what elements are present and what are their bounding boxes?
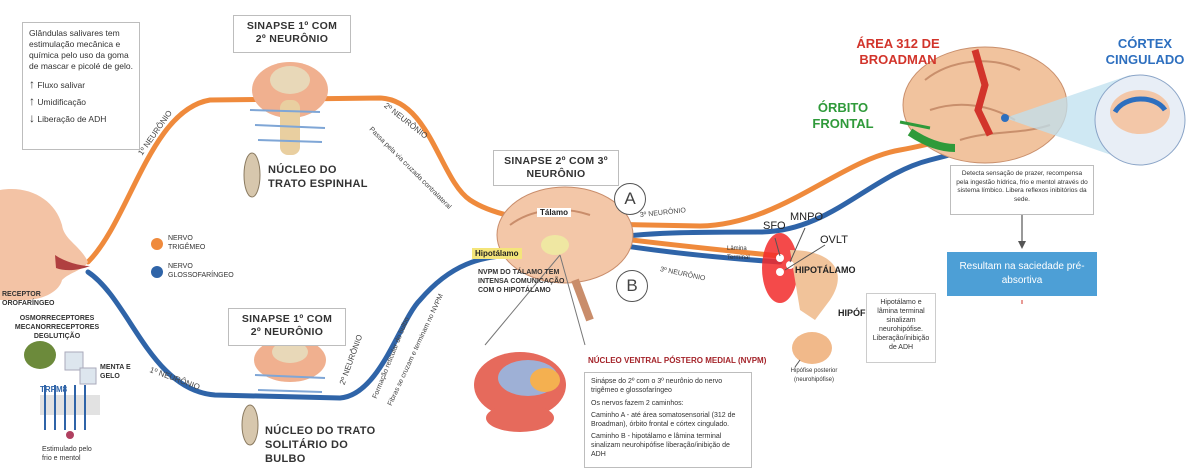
info-item-3: ↓ Liberação de ADH [29,113,133,125]
area-312-label: ÁREA 312 DE BROADMAN [848,36,948,68]
mnpo-label: MNPO [790,211,823,223]
sinapse-mid-box: SINAPSE 2º COM 3º NEURÔNIO [493,150,619,186]
result-box: Resultam na saciedade pré-absortiva [947,252,1097,296]
up-arrow-icon: ↑ [29,77,35,91]
hypo-info-box: Hipotálamo e lâmina terminal sinalizam n… [866,293,936,363]
nucleo-espinhal-label: NÚCLEO DO TRATO ESPINHAL [268,163,378,191]
ovlt-label: OVLT [820,234,848,246]
face-illustration [0,189,88,300]
up-arrow-icon: ↑ [29,94,35,108]
osmo-label: OSMORRECEPTORES MECANORRECEPTORES DEGLUT… [8,314,106,341]
hipotalamo-tag: Hipotálamo [472,248,522,259]
hypothalamus-icon [762,233,838,364]
trpm8-label: TRPM8 [40,385,67,394]
glossopharyngeal-legend-label: NERVO GLOSSOFARÍNGEO [168,262,238,280]
down-arrow-icon: ↓ [29,111,35,125]
mint-ice-icon [24,341,96,384]
path-b-marker: B [616,270,648,302]
nvpm-p3: Caminho A - até área somatosensorial (31… [591,411,745,429]
trigeminal-legend-label: NERVO TRIGÊMEO [168,234,223,252]
nvpm-info-box: Sinápse do 2º com o 3º neurônio do nervo… [584,372,752,468]
glossopharyngeal-legend-dot [151,266,163,278]
path-a-marker: A [614,183,646,215]
nvpm-title: NÚCLEO VENTRAL PÓSTERO MEDIAL (NVPM) [588,356,766,365]
cingulate-cortex-inset-icon [1095,75,1185,165]
info-item-1: ↑ Fluxo salivar [29,79,133,91]
sfo-label: SFO [763,220,786,232]
estimulado-label: Estimulado pelo frio e mentol [42,445,92,463]
receptor-label: RECEPTOR OROFARÍNGEO [2,290,72,308]
lamina-label: Lâmina Terminal [727,245,763,263]
info-item-2: ↑ Umidificação [29,96,133,108]
nvpm-p1: Sinápse do 2º com o 3º neurônio do nervo… [591,377,745,395]
nucleo-solitario-label: NÚCLEO DO TRATO SOLITÁRIO DO BULBO [265,424,385,466]
detect-info-box: Detecta sensação de prazer, recompensa p… [950,165,1094,215]
sinapse-top-box: SINAPSE 1º COM 2º NEURÔNIO [233,15,351,53]
info-box-text: Glândulas salivares tem estimulação mecâ… [29,28,133,72]
orbito-frontal-label: ÓRBITO FRONTAL [808,100,878,132]
trigeminal-legend-dot [151,238,163,250]
nvpm-p4: Caminho B - hipotálamo e lâmina terminal… [591,432,745,459]
hipotalamo-label: HIPOTÁLAMO [795,265,856,275]
nvpm-p2: Os nervos fazem 2 caminhos: [591,399,745,408]
hipofise-posterior-label: Hipófise posterior (neurohipófise) [783,367,845,385]
menta-label: MENTA E GELO [100,363,135,381]
nvpm-nucleus-icon [474,352,566,432]
sinapse-bottom-box: SINAPSE 1º COM 2º NEURÔNIO [228,308,346,346]
cortex-cingulado-label: CÓRTEX CINGULADO [1105,36,1185,68]
talamo-label: Tálamo [537,208,571,217]
nvpm-thalamus-label: NVPM DO TÁLAMO TEM INTENSA COMUNICAÇÃO C… [478,268,568,295]
info-box: Glândulas salivares tem estimulação mecâ… [22,22,140,150]
